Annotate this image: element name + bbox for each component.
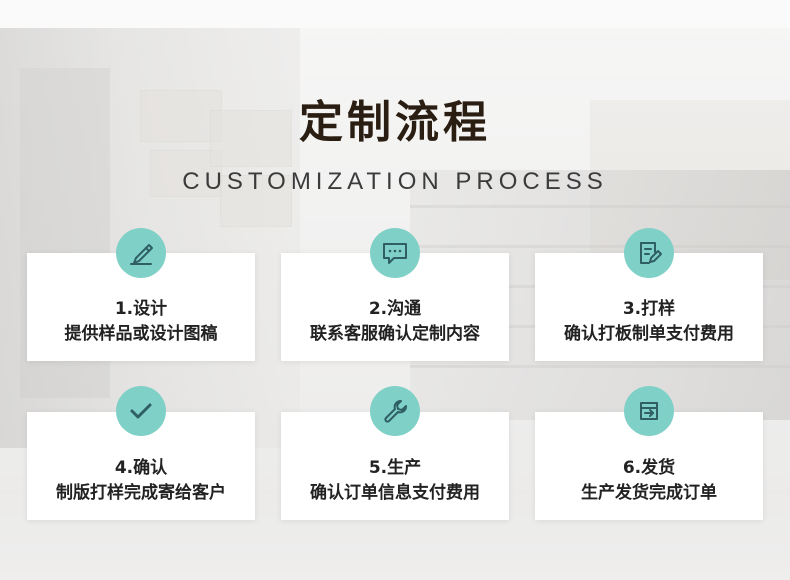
step-title: 1.设计 — [114, 299, 168, 319]
step-description: 联系客服确认定制内容 — [310, 324, 480, 344]
chat-bubble-icon — [370, 228, 420, 278]
step-title: 3.打样 — [622, 299, 676, 319]
step-description: 确认订单信息支付费用 — [310, 483, 480, 503]
step-description: 提供样品或设计图稿 — [64, 324, 218, 344]
export-box-icon — [624, 386, 674, 436]
step-card-design: 1.设计 提供样品或设计图稿 — [27, 253, 255, 361]
step-title: 5.生产 — [368, 458, 422, 478]
step-description: 制版打样完成寄给客户 — [56, 483, 226, 503]
step-title: 6.发货 — [622, 458, 676, 478]
page-title: 定制流程 — [299, 97, 491, 148]
pen-icon — [116, 228, 166, 278]
step-title: 2.沟通 — [368, 299, 422, 319]
step-title: 4.确认 — [114, 458, 168, 478]
wrench-icon — [370, 386, 420, 436]
step-description: 生产发货完成订单 — [581, 483, 717, 503]
document-edit-icon — [624, 228, 674, 278]
page-subtitle: CUSTOMIZATION PROCESS — [182, 168, 608, 195]
checkmark-icon — [116, 386, 166, 436]
step-description: 确认打板制单支付费用 — [564, 324, 734, 344]
